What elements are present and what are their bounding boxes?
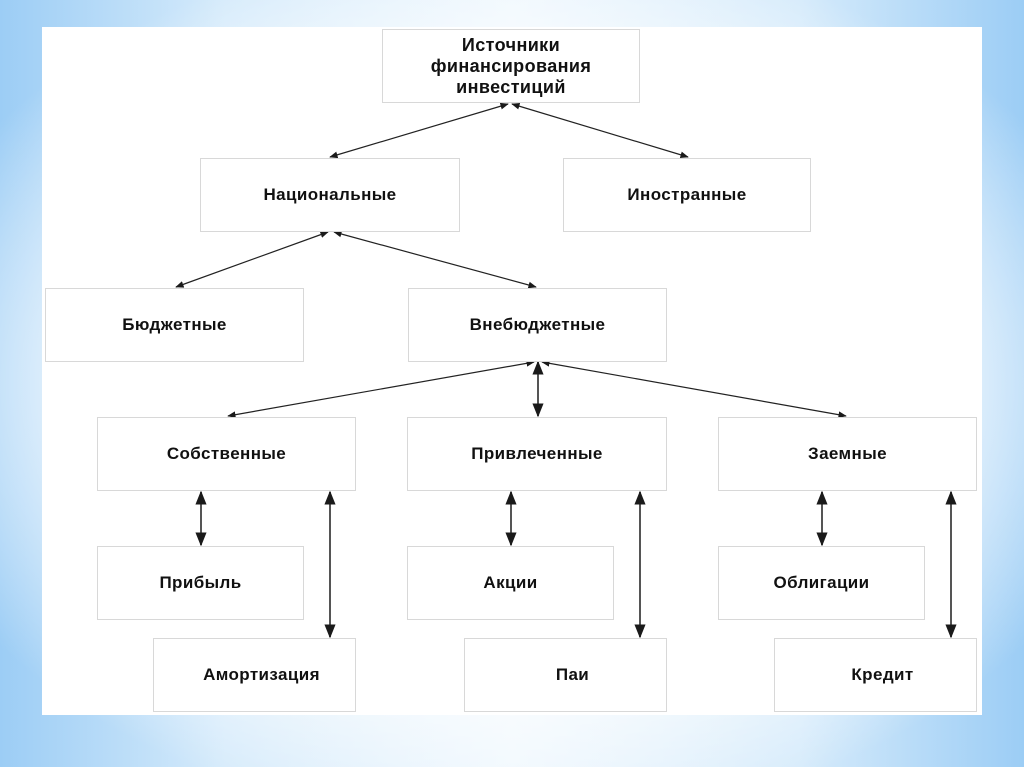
- node-attracted: Привлеченные: [407, 417, 667, 491]
- node-investment-sources: Источники финансирования инвестиций: [382, 29, 640, 103]
- node-credit-label: Кредит: [851, 665, 914, 684]
- node-shares-label: Акции: [483, 573, 538, 592]
- node-national-label: Национальные: [263, 185, 397, 204]
- node-profit-label: Прибыль: [159, 573, 242, 592]
- node-investment-sources-line3: инвестиций: [456, 76, 566, 97]
- node-budget: Бюджетные: [45, 288, 304, 362]
- node-budget-label: Бюджетные: [122, 315, 227, 334]
- node-profit: Прибыль: [97, 546, 304, 620]
- node-foreign: Иностранные: [563, 158, 811, 232]
- node-own: Собственные: [97, 417, 356, 491]
- node-borrowed: Заемные: [718, 417, 977, 491]
- node-credit: Кредит: [774, 638, 977, 712]
- node-depreciation-label: Амортизация: [203, 665, 320, 684]
- node-borrowed-label: Заемные: [808, 444, 887, 463]
- node-foreign-label: Иностранные: [627, 185, 747, 204]
- node-national: Национальные: [200, 158, 460, 232]
- node-extrabudget-label: Внебюджетные: [469, 315, 606, 334]
- node-shares: Акции: [407, 546, 614, 620]
- node-depreciation: Амортизация: [153, 638, 356, 712]
- node-units-label: Паи: [555, 665, 590, 684]
- node-units: Паи: [464, 638, 667, 712]
- node-attracted-label: Привлеченные: [471, 444, 603, 463]
- node-investment-sources-line1: Источники: [461, 34, 561, 55]
- node-bonds-label: Облигации: [773, 573, 870, 592]
- node-own-label: Собственные: [166, 444, 287, 463]
- node-investment-sources-line2: финансирования: [430, 55, 592, 76]
- node-extrabudget: Внебюджетные: [408, 288, 667, 362]
- node-bonds: Облигации: [718, 546, 925, 620]
